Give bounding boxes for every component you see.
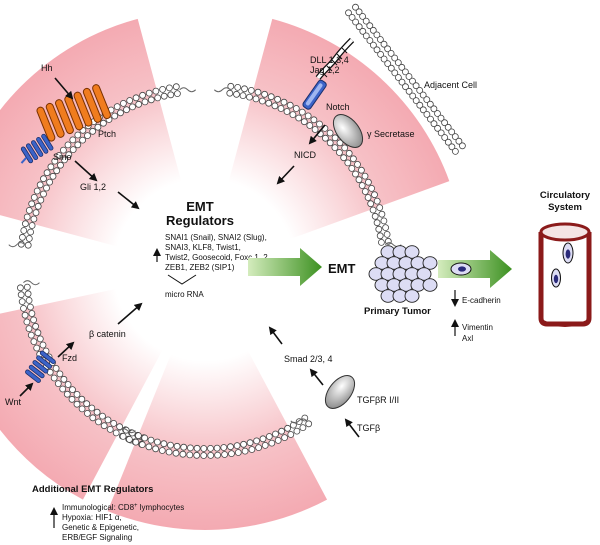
regulators-title-emt: EMT [186,199,214,214]
regulator-line-2: SNAI3, KLF8, Twist1, [165,243,241,252]
notch-pathway: DLL 1,3,4 Jag 1,2 Adjacent Cell Notch γ … [276,37,477,185]
invasion-transition [438,250,512,288]
notch-label: Notch [326,102,350,112]
tgf-beta-pathway: TGFβR I/II TGFβ Smad 2/3, 4 [268,326,399,438]
vimentin-label: Vimentin [462,323,493,332]
regulator-line-4: ZEB1, ZEB2 (SIP1) [165,263,235,272]
additional-line-4: ERB/EGF Signaling [62,533,132,542]
gli-label: Gli 1,2 [80,182,106,192]
circulatory-label-line2: System [548,202,582,213]
emt-regulators-center: EMT Regulators SNAI1 (Snail), SNAI2 (Slu… [153,199,270,299]
hedgehog-pathway: Hh Ptch Smo Gli 1,2 [20,63,140,210]
membrane-bottom-right [119,414,313,459]
tumor-cell [422,278,438,292]
tumor-cell [422,256,438,270]
emt-label: EMT [328,261,356,276]
membrane-top-right [213,82,402,248]
tumor-cell [404,289,420,303]
wnt-label: Wnt [5,397,22,407]
ptch-label: Ptch [98,129,116,139]
tgf-ligand-label: TGFβ [357,423,380,433]
tgf-beta-receptor-icon [324,375,356,409]
gli-to-regulators-arrow [117,191,140,210]
cytoplasm-sectors [0,18,450,530]
mesenchymal-nucleus-icon [458,266,466,272]
hh-binding-arrow [54,77,74,100]
jag-label: Jag 1,2 [310,65,340,75]
circulatory-label-line1: Circulatory [540,190,591,201]
micro-rna-label: micro RNA [165,290,204,299]
circulatory-system: Circulatory System [538,190,592,327]
smo-receptor-icon [20,133,54,164]
tgf-binding-arrow [344,418,360,438]
micro-rna-inhibit-mark [167,274,197,285]
dll-jag-ligand-icon [315,37,355,80]
adjacent-cell-membrane [345,3,466,155]
dll-label: DLL 1,3,4 [310,55,349,65]
additional-line-1: Immunological: CD8+ lymphocytes [62,503,184,512]
blood-vessel-icon [538,222,592,327]
tgf-receptor-label: TGFβR I/II [357,395,399,405]
e-cadherin-label: E-cadherin [462,296,501,305]
catenin-to-regulators-arrow [117,302,143,325]
additional-line-3: Genetic & Epigenetic, [62,523,139,532]
additional-regulators: Additional EMT Regulators Immunological:… [32,484,184,542]
regulators-title-regulators: Regulators [166,213,234,228]
cytoplasm-tgf [107,340,328,530]
circulating-nucleus-icon-2 [553,274,559,284]
regulator-line-3: Twist2, Goosecoid, Foxc 1, 2, [165,253,270,262]
ptch-receptor-icon [36,84,111,142]
emt-green-arrow [248,248,322,286]
tumor-cell [416,267,432,281]
gamma-secretase-label: γ Secretase [367,129,415,139]
gamma-secretase-icon [332,114,364,148]
wnt-pathway: Wnt Fzd β catenin [5,302,143,407]
primary-tumor-label: Primary Tumor [364,306,431,317]
additional-title: Additional EMT Regulators [32,484,153,495]
notch-to-nicd-arrow [308,124,326,145]
smo-label: Smo [53,152,72,162]
smad-label: Smad 2/3, 4 [284,354,333,364]
fzd-to-catenin-arrow [57,341,75,358]
notch-receptor-icon [302,79,327,110]
emt-markers: E-cadherin Vimentin Axl [451,290,501,343]
smo-to-gli-arrow [74,160,98,182]
fzd-label: Fzd [62,353,77,363]
fzd-receptor-icon [25,350,56,383]
adjacent-cell-label: Adjacent Cell [424,80,477,90]
smad-to-regulators-arrow [268,326,283,345]
regulator-line-1: SNAI1 (Snail), SNAI2 (Slug), [165,233,267,242]
circulating-nucleus-icon [565,249,571,259]
axl-label: Axl [462,334,473,343]
wnt-binding-arrow [19,382,34,397]
nicd-label: NICD [294,150,316,160]
tumor-cell [404,245,420,259]
invasion-green-arrow [438,250,512,288]
hh-label: Hh [41,63,53,73]
receptor-to-smad-arrow [309,368,324,386]
nicd-to-regulators-arrow [276,165,295,185]
additional-line-2: Hypoxia: HIF1 α, [62,513,122,522]
emt-transition: EMT [248,248,356,286]
catenin-label: β catenin [89,329,126,339]
primary-tumor-cluster [368,245,438,303]
